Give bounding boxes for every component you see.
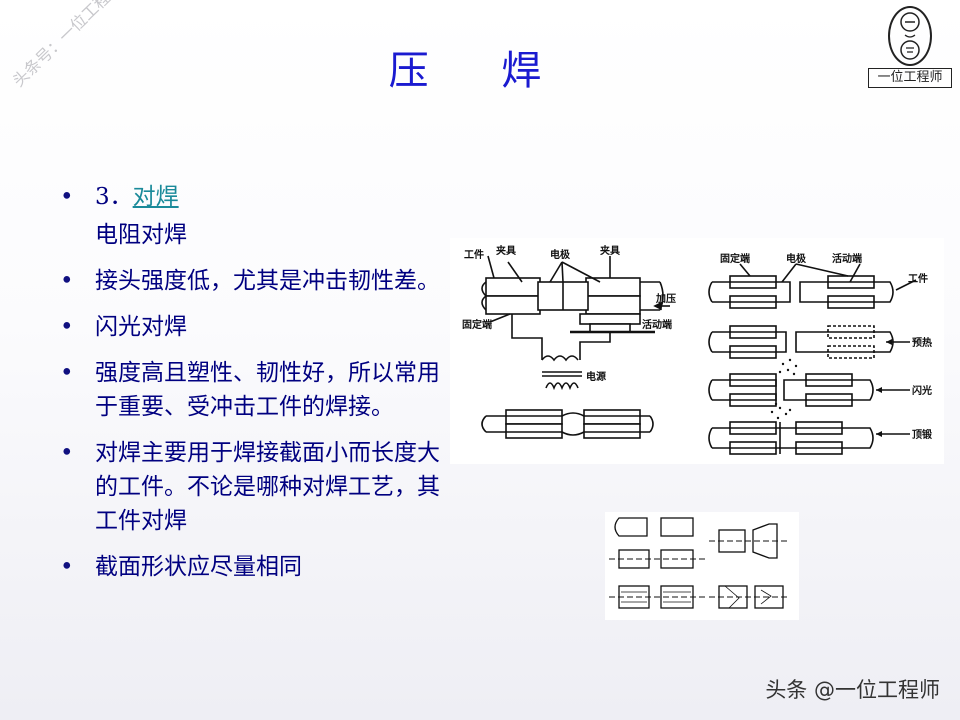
bullet-text: 接头强度低，尤其是冲击韧性差。 xyxy=(95,268,440,294)
bullet-item: • 3．对焊 xyxy=(60,180,460,214)
label-workpiece-r: 工件 xyxy=(908,272,928,285)
label-power: 电源 xyxy=(586,370,606,383)
label-clamp-right: 夹具 xyxy=(600,244,620,257)
label-electrode-r: 电极 xyxy=(786,252,807,265)
logo-caption: 一位工程师 xyxy=(868,68,952,88)
bullet-item: • 截面形状应尽量相同 xyxy=(60,550,460,584)
bullet-text: 强度高且塑性、韧性好，所以常用于重要、受冲击工件的焊接。 xyxy=(95,360,440,420)
logo: 一位工程师 xyxy=(866,4,956,90)
bullet-dot-icon: • xyxy=(60,268,74,294)
bullet-text: 电阻对焊 xyxy=(95,222,187,248)
bullet-subitem: 电阻对焊 xyxy=(60,218,460,252)
label-preheat: 预热 xyxy=(912,336,932,349)
bullet-text: 对焊主要用于焊接截面小而长度大的工件。不论是哪种对焊工艺，其工件对焊 xyxy=(95,440,440,534)
label-moving-end: 活动端 xyxy=(642,318,672,331)
label-press: 加压 xyxy=(655,292,676,305)
bullet-dot-icon: • xyxy=(60,440,74,466)
bullet-text: 截面形状应尽量相同 xyxy=(95,554,302,580)
bullet-item: • 强度高且塑性、韧性好，所以常用于重要、受冲击工件的焊接。 xyxy=(60,356,460,424)
bullet-list: • 3．对焊 电阻对焊 • 接头强度低，尤其是冲击韧性差。 • 闪光对焊 • 强… xyxy=(60,180,460,596)
bullet-item: • 对焊主要用于焊接截面小而长度大的工件。不论是哪种对焊工艺，其工件对焊 xyxy=(60,436,460,538)
cross-section-figure xyxy=(605,512,799,620)
butt-welding-link[interactable]: 对焊 xyxy=(132,184,179,210)
label-electrode: 电极 xyxy=(550,248,571,261)
label-fixed-end-r: 固定端 xyxy=(720,252,750,265)
label-fixed-end: 固定端 xyxy=(462,318,492,331)
bullet-dot-icon: • xyxy=(60,360,74,386)
footer-credit: 头条 @一位工程师 xyxy=(765,678,940,702)
bullet-dot-icon: • xyxy=(60,314,74,340)
label-clamp-left: 夹具 xyxy=(496,244,516,257)
bullet-item: • 闪光对焊 xyxy=(60,310,460,344)
bullet-dot-icon: • xyxy=(60,184,74,210)
bullet-text: 闪光对焊 xyxy=(95,314,187,340)
label-flash: 闪光 xyxy=(912,384,932,397)
label-upset: 顶锻 xyxy=(912,428,932,441)
label-moving-end-r: 活动端 xyxy=(832,252,862,265)
seal-icon xyxy=(888,6,932,66)
bullet-text: 3． xyxy=(95,184,133,210)
welding-schematic-figure: 工件 夹具 电极 夹具 加压 固定端 活动端 电源 固定端 电极 活动端 工件 … xyxy=(450,238,944,464)
slide-title: 压 焊 xyxy=(388,48,572,94)
bullet-item: • 接头强度低，尤其是冲击韧性差。 xyxy=(60,264,460,298)
bullet-dot-icon: • xyxy=(60,554,74,580)
label-workpiece: 工件 xyxy=(464,248,484,261)
